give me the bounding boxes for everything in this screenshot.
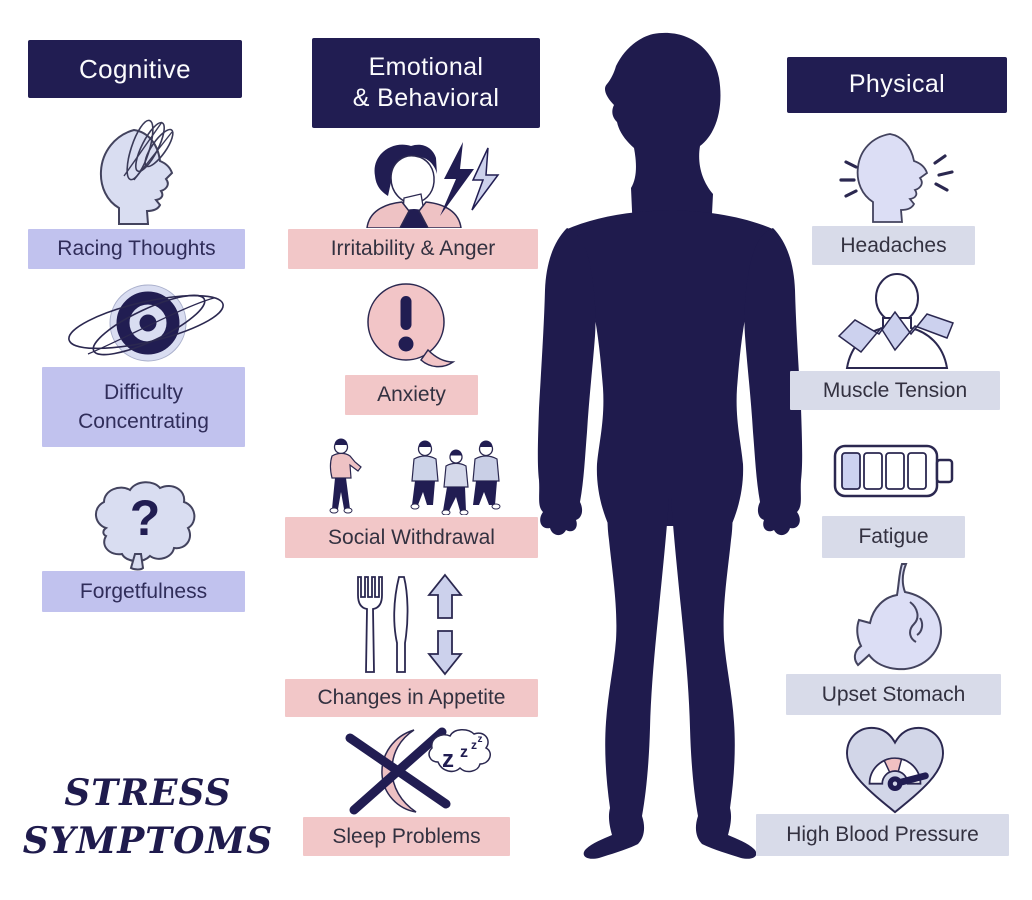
header-emotional-line1: Emotional	[368, 52, 484, 81]
racing-thoughts-icon	[88, 110, 198, 228]
fork-icon	[357, 576, 383, 673]
light-lightning-bolt	[471, 147, 500, 211]
forgetfulness-icon: ?	[82, 476, 207, 571]
pain-dashes	[839, 154, 954, 198]
label-muscle-tension: Muscle Tension	[790, 371, 1000, 410]
irritability-anger-icon	[345, 136, 517, 228]
title-line-2: SYMPTOMS	[22, 819, 274, 862]
label-headaches: Headaches	[812, 226, 975, 265]
question-mark-glyph: ?	[130, 490, 161, 546]
z-glyph-3: z	[471, 738, 477, 752]
sleep-problems-icon: z z z z	[328, 720, 493, 817]
silhouette-head	[604, 32, 721, 234]
label-changes-in-appetite: Changes in Appetite	[285, 679, 538, 717]
column-header-emotional-behavioral: Emotional & Behavioral	[312, 38, 540, 128]
title-line-1: STRESS	[64, 772, 232, 814]
human-silhouette	[533, 28, 807, 873]
muscle-tension-icon	[833, 272, 961, 370]
up-arrow-icon	[427, 573, 463, 619]
headaches-icon	[828, 128, 963, 225]
anxiety-icon	[356, 280, 461, 374]
silhouette-right-leg	[671, 498, 757, 859]
silhouette-torso	[565, 210, 775, 526]
column-header-cognitive-label: Cognitive	[79, 53, 191, 84]
z-glyph-1: z	[442, 746, 454, 773]
high-blood-pressure-icon	[836, 721, 954, 817]
label-sleep-problems: Sleep Problems	[303, 817, 510, 856]
gauge-red-zone	[883, 757, 903, 774]
header-emotional-line2: & Behavioral	[352, 84, 500, 112]
down-arrow-icon	[427, 630, 463, 676]
label-racing-thoughts: Racing Thoughts	[28, 229, 245, 269]
z-glyph-4: z	[478, 734, 483, 745]
silhouette-left-leg	[583, 498, 669, 859]
column-header-cognitive: Cognitive	[28, 40, 242, 98]
silhouette-right-arm	[744, 228, 803, 536]
lone-person	[329, 438, 362, 514]
column-header-physical-label: Physical	[848, 70, 946, 99]
silhouette-left-arm	[537, 228, 596, 536]
label-difficulty-concentrating: Difficulty Concentrating	[42, 367, 245, 447]
fatigue-icon	[833, 440, 959, 502]
upset-stomach-icon	[846, 562, 954, 674]
difficulty-concentrating-icon	[62, 278, 230, 368]
label-anxiety: Anxiety	[345, 375, 478, 415]
dark-lightning-bolt	[440, 142, 474, 216]
cross-out-x-icon	[345, 727, 451, 815]
label-upset-stomach: Upset Stomach	[786, 674, 1001, 715]
label-irritability-anger: Irritability & Anger	[288, 229, 538, 269]
changes-in-appetite-icon	[348, 573, 478, 676]
column-header-physical: Physical	[787, 57, 1007, 113]
knife-icon	[393, 576, 409, 673]
infographic-title: STRESS SYMPTOMS	[14, 770, 282, 865]
label-fatigue: Fatigue	[822, 516, 965, 558]
group-of-people	[410, 440, 501, 515]
label-forgetfulness: Forgetfulness	[42, 571, 245, 612]
tension-zigzag	[837, 310, 954, 354]
social-withdrawal-icon	[308, 437, 513, 515]
exclamation-mark-icon	[400, 296, 412, 330]
label-social-withdrawal: Social Withdrawal	[285, 517, 538, 558]
label-high-blood-pressure: High Blood Pressure	[756, 814, 1009, 856]
dream-cloud-icon	[428, 729, 491, 773]
z-glyph-2: z	[460, 744, 468, 761]
